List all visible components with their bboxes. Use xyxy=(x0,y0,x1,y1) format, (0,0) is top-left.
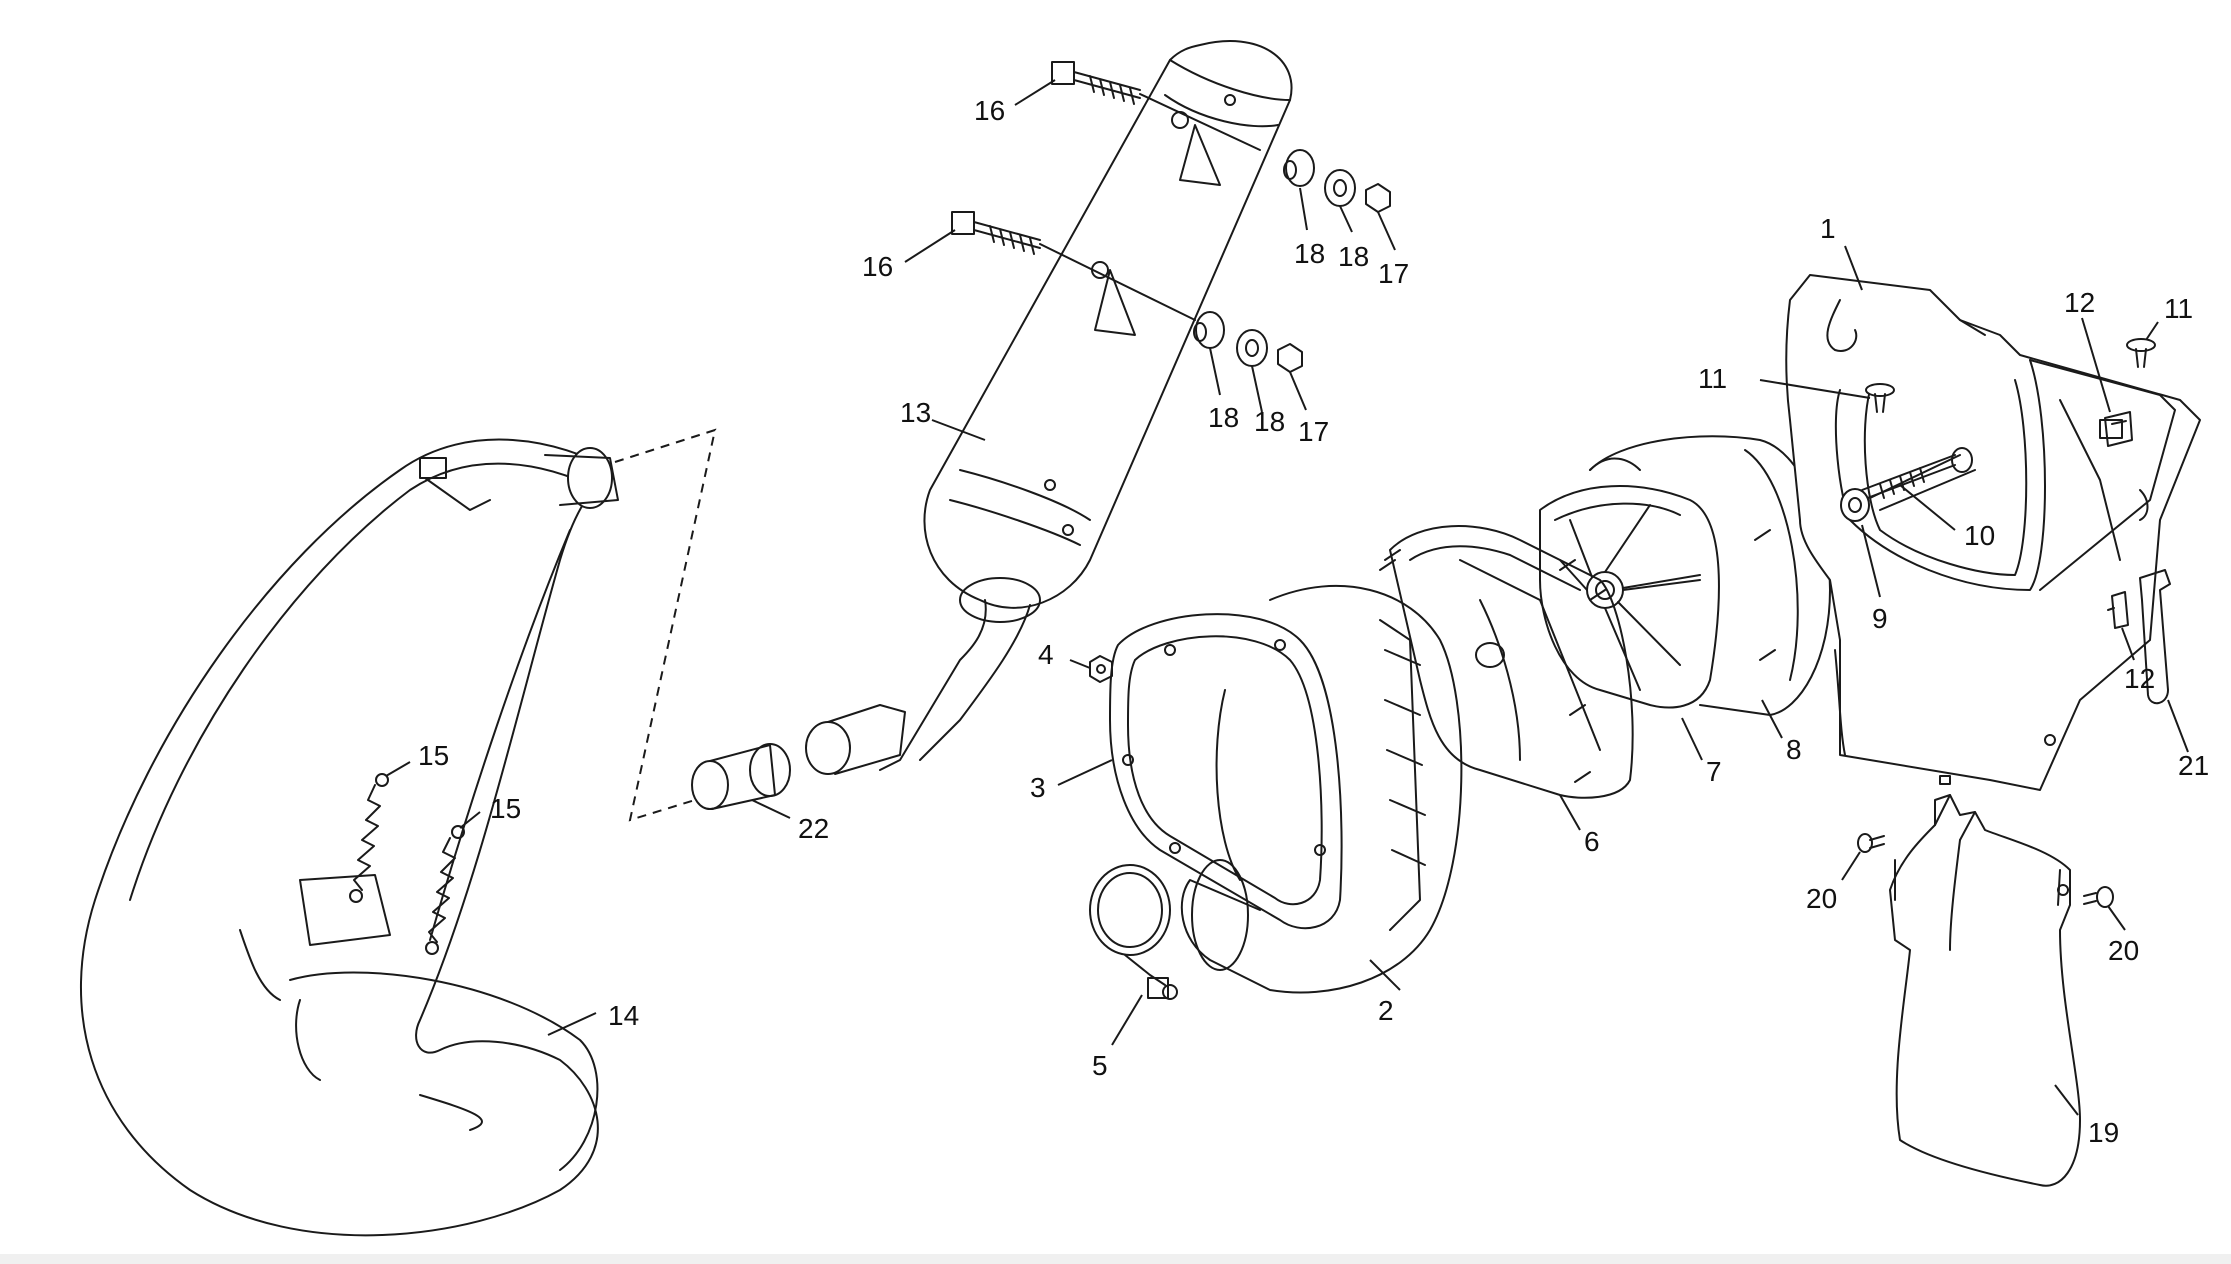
grommet-18-c xyxy=(1193,311,1225,349)
nut-4 xyxy=(1089,655,1113,683)
callout-18-d: 18 xyxy=(1254,406,1285,437)
callout-14: 14 xyxy=(608,1000,639,1031)
strap-21 xyxy=(2139,569,2171,705)
callout-15-lower: 15 xyxy=(490,793,521,824)
washer-18-d xyxy=(1236,329,1268,367)
bottom-border-band xyxy=(0,1254,2231,1264)
screw-20-right xyxy=(2083,886,2114,908)
nut-17-b xyxy=(1277,343,1303,373)
callout-18-a: 18 xyxy=(1294,238,1325,269)
connector-sleeve xyxy=(691,704,906,810)
callout-5: 5 xyxy=(1092,1050,1108,1081)
clip-12-lower xyxy=(2107,591,2129,629)
callout-12-lower: 12 xyxy=(2124,663,2155,694)
callout-12-upper: 12 xyxy=(2064,287,2095,318)
callout-6: 6 xyxy=(1584,826,1600,857)
push-pin-11-center xyxy=(1865,383,1895,413)
callout-13: 13 xyxy=(900,397,931,428)
exhaust-pipe xyxy=(79,438,619,1237)
hose-clamp xyxy=(1089,864,1178,1000)
silencer xyxy=(879,40,1293,771)
callout-2: 2 xyxy=(1378,995,1394,1026)
leader-lines xyxy=(385,79,2189,1116)
callout-11-center: 11 xyxy=(1698,363,1727,394)
intake-duct xyxy=(1889,794,2081,1187)
callout-10: 10 xyxy=(1964,520,1995,551)
nut-17-a xyxy=(1365,183,1391,213)
callout-16-lower: 16 xyxy=(862,251,893,282)
callout-20-right: 20 xyxy=(2108,935,2139,966)
airbox xyxy=(1785,274,2201,791)
airbox-gasket xyxy=(1109,613,1343,930)
screw-20-left xyxy=(1857,833,1885,853)
callout-18-c: 18 xyxy=(1208,402,1239,433)
callout-22: 22 xyxy=(798,813,829,844)
callout-1: 1 xyxy=(1820,213,1836,244)
bolt-10 xyxy=(1861,447,1973,501)
callout-9: 9 xyxy=(1872,603,1888,634)
callout-8: 8 xyxy=(1786,734,1802,765)
callout-18-b: 18 xyxy=(1338,241,1369,272)
callout-17-upper: 17 xyxy=(1378,258,1409,289)
callout-17-lower: 17 xyxy=(1298,416,1329,447)
callout-labels: 1 2 3 4 5 6 7 8 9 10 11 11 12 12 13 14 1… xyxy=(418,95,2209,1148)
clip-12-upper xyxy=(2104,411,2133,447)
washer-18-b xyxy=(1324,169,1356,207)
filter-cage-frame xyxy=(1379,525,1634,799)
callout-3: 3 xyxy=(1030,772,1046,803)
callout-15-upper: 15 xyxy=(418,740,449,771)
callout-20-left: 20 xyxy=(1806,883,1837,914)
push-pin-11-right xyxy=(2126,338,2156,368)
callout-7: 7 xyxy=(1706,756,1722,787)
bolt-16-upper xyxy=(1051,61,1261,151)
callout-11-right: 11 xyxy=(2164,293,2193,324)
callout-16-upper: 16 xyxy=(974,95,1005,126)
callout-21: 21 xyxy=(2178,750,2209,781)
grommet-18-a xyxy=(1283,149,1315,187)
filter-cage xyxy=(1539,485,1720,709)
callout-19: 19 xyxy=(2088,1117,2119,1148)
spring-15-lower xyxy=(425,825,465,955)
air-filter xyxy=(1589,435,1831,716)
callout-4: 4 xyxy=(1038,639,1054,670)
spring-15-upper xyxy=(349,773,389,903)
washer-9 xyxy=(1840,488,1870,522)
bolt-16-lower xyxy=(951,211,1196,321)
